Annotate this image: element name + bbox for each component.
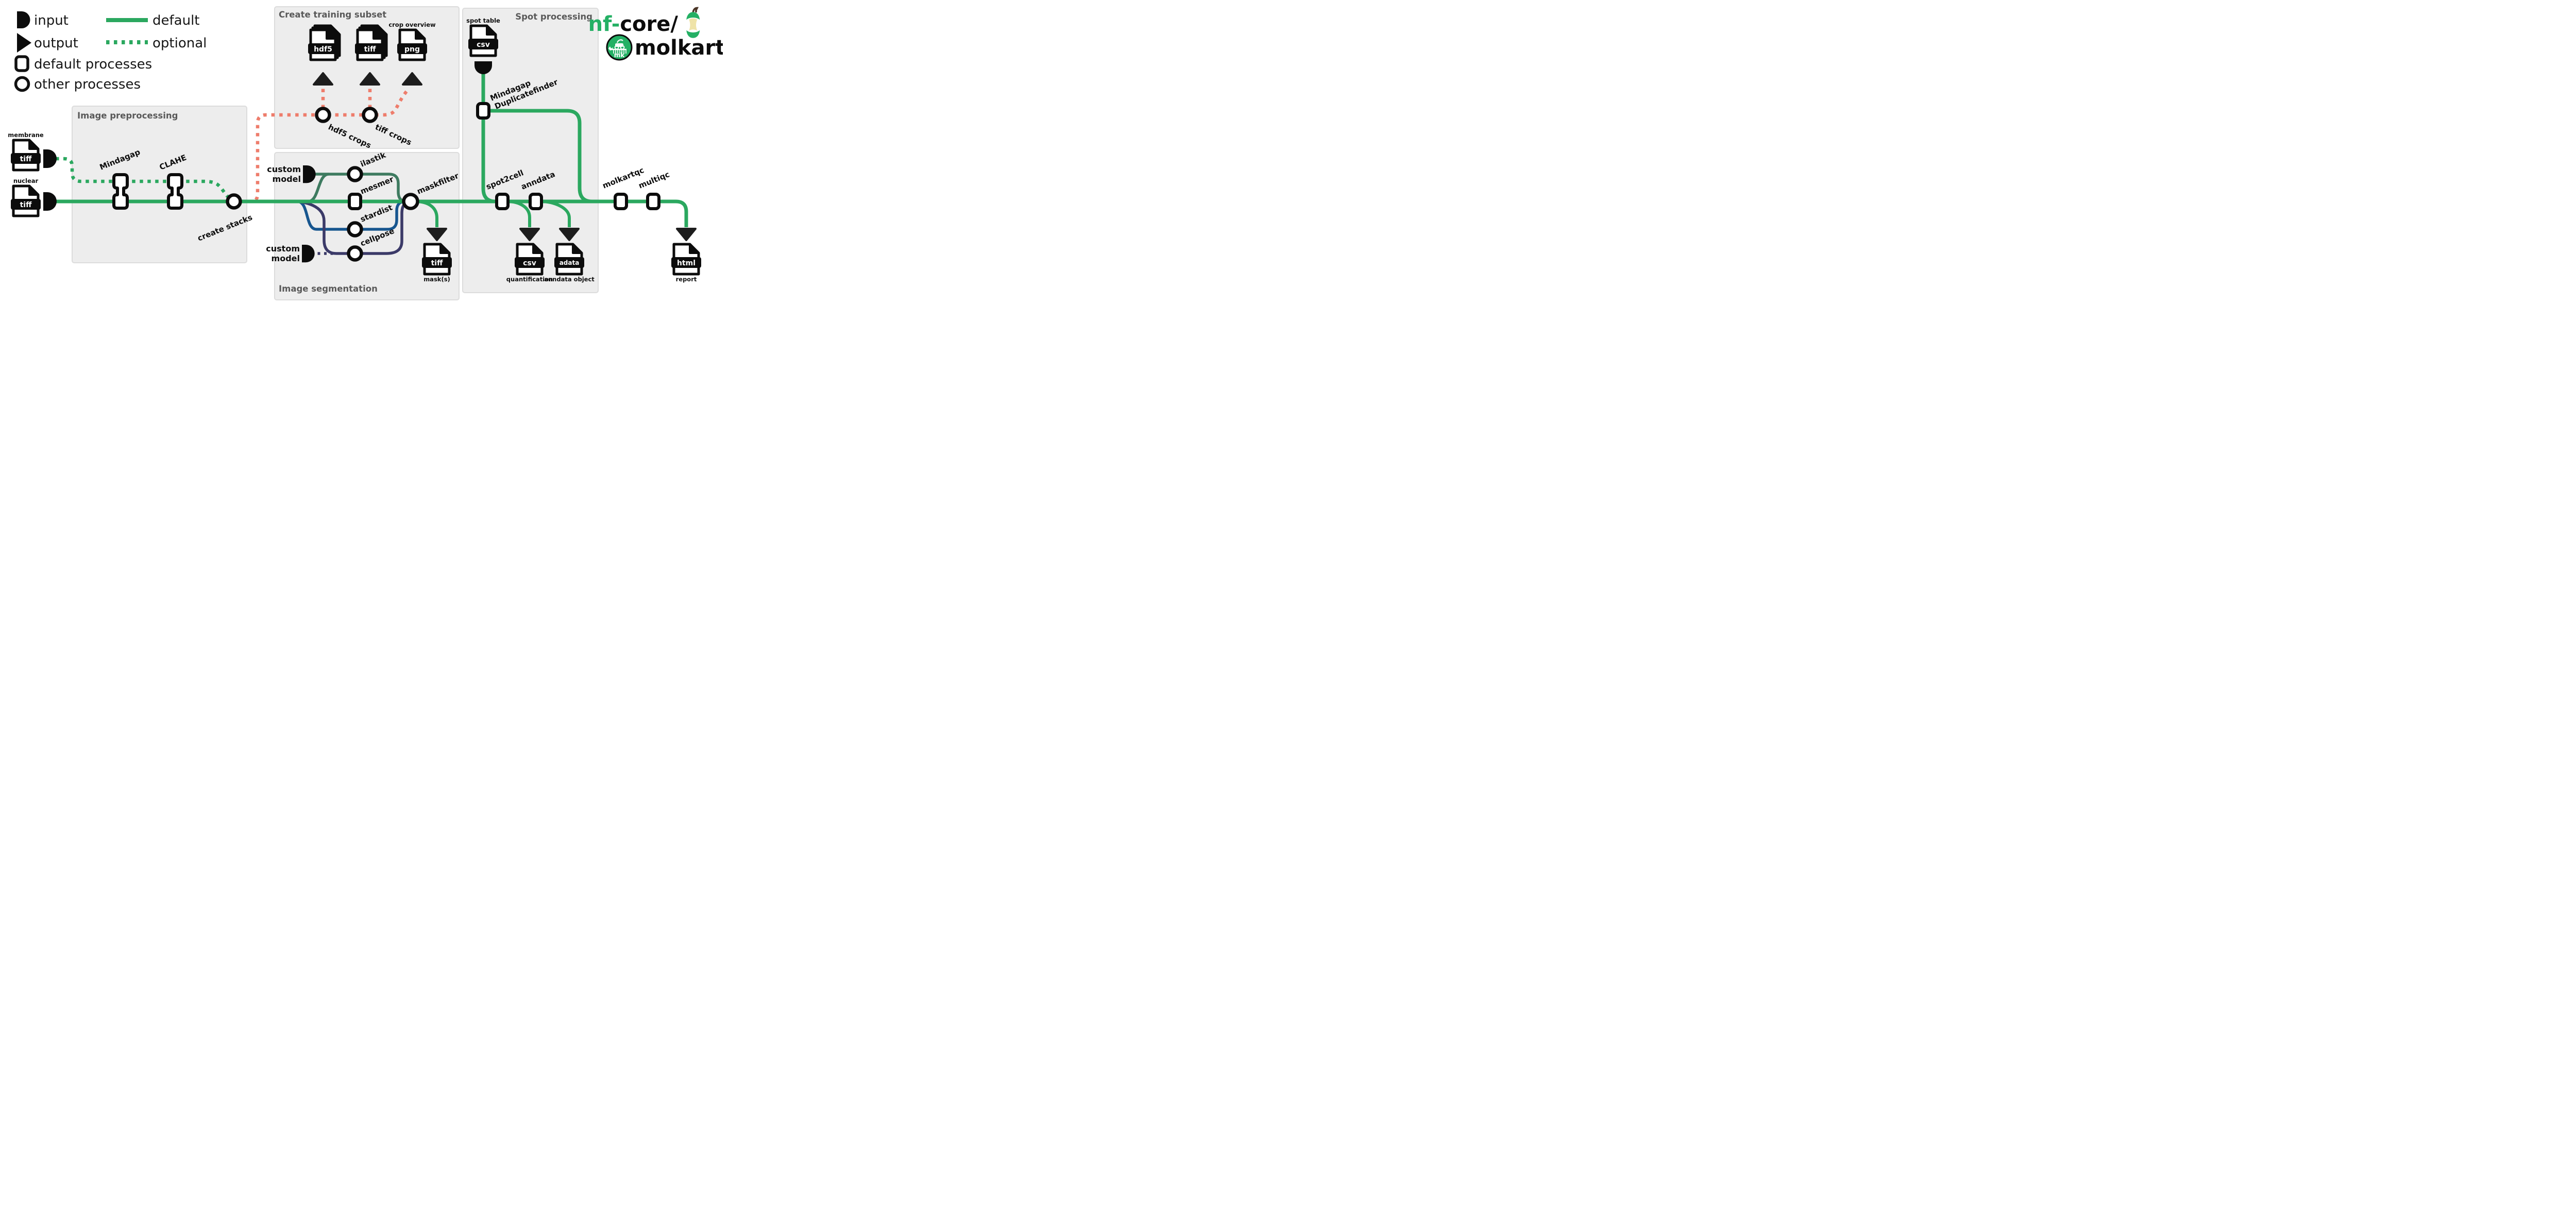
legend-default-process-icon bbox=[14, 55, 29, 72]
legend: input output default processes other pro… bbox=[14, 11, 207, 92]
edge-main-pipeline bbox=[56, 199, 688, 227]
edge-optional-membrane bbox=[56, 157, 232, 201]
edge-stardist bbox=[297, 200, 406, 231]
process-anndata bbox=[529, 193, 543, 210]
title-spot-processing: Spot processing bbox=[515, 12, 592, 22]
process-stardist bbox=[347, 221, 363, 238]
file-spot-table-type: csv bbox=[477, 41, 490, 49]
title-image-preprocessing: Image preprocessing bbox=[77, 111, 178, 121]
file-hdf5-crops: hdf5 bbox=[308, 26, 340, 60]
legend-output-label: output bbox=[34, 36, 78, 51]
title-create-training-subset: Create training subset bbox=[279, 10, 386, 20]
process-multiqc bbox=[646, 193, 660, 210]
file-masks-banner bbox=[422, 257, 452, 268]
process-cellpose bbox=[347, 245, 363, 262]
process-molkartqc bbox=[614, 193, 628, 210]
output-arrow-report bbox=[676, 228, 697, 241]
file-adata-banner bbox=[554, 257, 584, 268]
molkart-pipeline-diagram: tiff membrane tiff nuclear hdf5 tiff png… bbox=[0, 0, 723, 304]
legend-input-label: input bbox=[34, 13, 69, 28]
legend-other-processes-label: other processes bbox=[34, 77, 141, 92]
legend-optional-label: optional bbox=[152, 36, 207, 51]
label-custom-model-top: custom model bbox=[267, 164, 301, 184]
file-membrane-type: tiff bbox=[20, 155, 32, 163]
box-image-preprocessing bbox=[72, 106, 247, 263]
file-hdf5-type: hdf5 bbox=[314, 45, 332, 54]
crash-burst-icon bbox=[608, 46, 613, 50]
logo-line2: molkart bbox=[635, 36, 723, 60]
file-tiff-crops: tiff bbox=[355, 26, 386, 60]
badge-mk-label: mk bbox=[614, 52, 625, 59]
file-membrane-banner bbox=[11, 153, 41, 164]
file-report-label: report bbox=[676, 276, 697, 283]
file-nuclear-banner bbox=[11, 199, 41, 210]
process-tiff-crops bbox=[362, 107, 378, 123]
file-spot-table-label: spot table bbox=[466, 17, 500, 24]
edge-anndata-output bbox=[540, 200, 571, 227]
edge-optional-training bbox=[240, 87, 411, 204]
legend-input-icon bbox=[17, 11, 30, 28]
svg-text:custom: custom bbox=[267, 164, 301, 174]
input-icon-spot-table bbox=[474, 61, 492, 74]
process-spot2cell bbox=[495, 193, 510, 210]
title-image-segmentation: Image segmentation bbox=[279, 284, 378, 294]
file-quantification-banner bbox=[515, 257, 545, 268]
file-spot-table-banner bbox=[468, 39, 498, 49]
input-icon-nuclear bbox=[43, 192, 57, 211]
box-spot-processing bbox=[462, 8, 599, 293]
file-nuclear-label: nuclear bbox=[13, 177, 39, 184]
svg-text:custom: custom bbox=[266, 244, 300, 253]
legend-default-label: default bbox=[152, 13, 199, 28]
process-hdf5-crops bbox=[315, 107, 331, 123]
file-report-type: html bbox=[677, 259, 696, 267]
file-quantification-label: quantification bbox=[506, 276, 553, 283]
file-adata-type: adata bbox=[560, 259, 580, 266]
file-masks-label: mask(s) bbox=[423, 276, 450, 283]
process-mesmer bbox=[348, 193, 362, 210]
apple-core-icon bbox=[686, 7, 700, 38]
svg-text:model: model bbox=[273, 174, 301, 184]
label-custom-model-bottom: custom model bbox=[266, 244, 300, 263]
molkart-kart-badge: mk bbox=[606, 34, 633, 61]
legend-default-processes-label: default processes bbox=[34, 57, 152, 72]
file-tiff-crops-type: tiff bbox=[364, 45, 376, 54]
file-report-banner bbox=[671, 257, 701, 268]
process-maskfilter bbox=[402, 193, 419, 210]
edge-quantification-output bbox=[506, 200, 531, 227]
file-membrane-label: membrane bbox=[8, 131, 44, 139]
edge-cellpose bbox=[292, 200, 412, 255]
file-nuclear-type: tiff bbox=[20, 201, 32, 209]
process-create-stacks bbox=[226, 193, 242, 210]
logo-line1: nf-core/ bbox=[588, 12, 679, 36]
process-clahe bbox=[167, 173, 183, 210]
file-png-label: crop overview bbox=[388, 21, 436, 28]
file-png-type: png bbox=[404, 45, 420, 54]
nf-core-molkart-logo: nf-core/ mk molkart bbox=[588, 7, 723, 61]
file-png-banner bbox=[397, 43, 427, 54]
file-quantification-type: csv bbox=[523, 259, 536, 267]
input-icon-membrane bbox=[43, 149, 57, 168]
process-ilastik bbox=[347, 166, 363, 182]
process-mindagap bbox=[112, 173, 129, 210]
diagram-svg: tiff membrane tiff nuclear hdf5 tiff png… bbox=[8, 6, 723, 300]
box-image-segmentation bbox=[274, 152, 460, 300]
process-duplicatefinder bbox=[476, 102, 490, 120]
file-adata-label: anndata object bbox=[544, 276, 595, 283]
file-masks-type: tiff bbox=[431, 259, 443, 267]
legend-output-icon bbox=[17, 33, 31, 53]
svg-text:model: model bbox=[272, 253, 300, 263]
legend-other-process-icon bbox=[14, 76, 30, 92]
edge-masks-output bbox=[415, 200, 438, 227]
